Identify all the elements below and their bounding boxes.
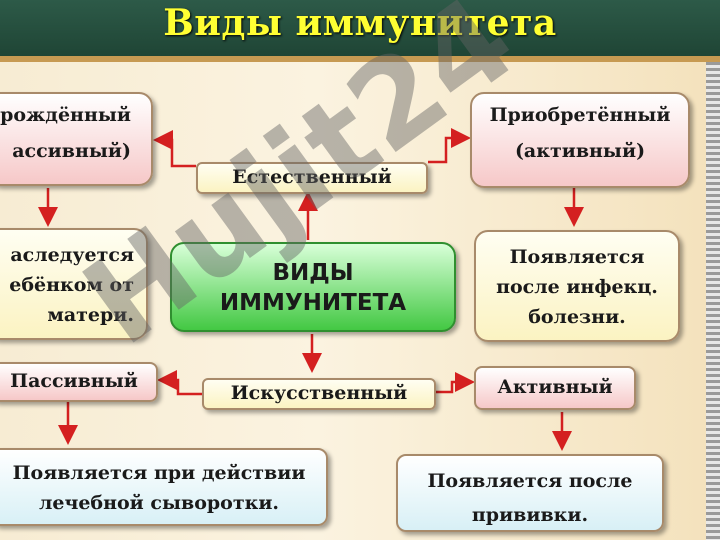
artificial-label: Искусственный xyxy=(230,382,408,404)
title-board xyxy=(0,0,720,62)
arrow-natural-innate xyxy=(153,130,196,168)
inherited-line-3: матери. xyxy=(47,304,134,326)
passive-label: Пассивный xyxy=(10,370,138,392)
acquired-line-1: Приобретённый xyxy=(489,104,671,126)
after-illness-line-3: болезни. xyxy=(528,306,626,328)
after-illness-box: Появляется после инфекц. болезни. xyxy=(474,230,680,342)
natural-box: Естественный xyxy=(196,162,428,194)
innate-box: рождённый ассивный) xyxy=(0,92,153,186)
inherited-box: аследуется ебёнком от матери. xyxy=(0,228,148,340)
serum-line-2: лечебной сыворотки. xyxy=(38,492,280,514)
center-line-1: ВИДЫ xyxy=(272,260,354,286)
serum-line-1: Появляется при действии xyxy=(12,462,306,484)
spiral-binding xyxy=(706,62,720,540)
innate-line-1: рождённый xyxy=(0,104,131,126)
vaccine-line-1: Появляется после xyxy=(427,470,633,492)
acquired-line-2: (активный) xyxy=(514,140,646,162)
arrow-artificial-passive xyxy=(157,370,202,396)
serum-box: Появляется при действии лечебной сыворот… xyxy=(0,448,328,526)
arrow-natural-acquired xyxy=(428,128,471,164)
after-illness-line-1: Появляется xyxy=(509,246,645,268)
inherited-line-1: аследуется xyxy=(10,244,134,266)
center-line-2: ИММУНИТЕТА xyxy=(219,290,407,316)
arrow-artificial-active xyxy=(436,372,475,394)
inherited-line-2: ебёнком от xyxy=(9,274,134,296)
innate-line-2: ассивный) xyxy=(12,140,131,162)
passive-box: Пассивный xyxy=(0,362,158,402)
artificial-box: Искусственный xyxy=(202,378,436,410)
natural-label: Естественный xyxy=(232,166,392,188)
after-illness-line-2: после инфекц. xyxy=(496,276,658,298)
center-box: ВИДЫ ИММУНИТЕТА xyxy=(170,242,456,332)
acquired-box: Приобретённый (активный) xyxy=(470,92,690,188)
slide-title: Виды иммунитета xyxy=(163,2,557,44)
active-label: Активный xyxy=(497,376,613,398)
active-box: Активный xyxy=(474,366,636,410)
vaccine-line-2: прививки. xyxy=(471,504,589,526)
vaccine-box: Появляется после прививки. xyxy=(396,454,664,532)
